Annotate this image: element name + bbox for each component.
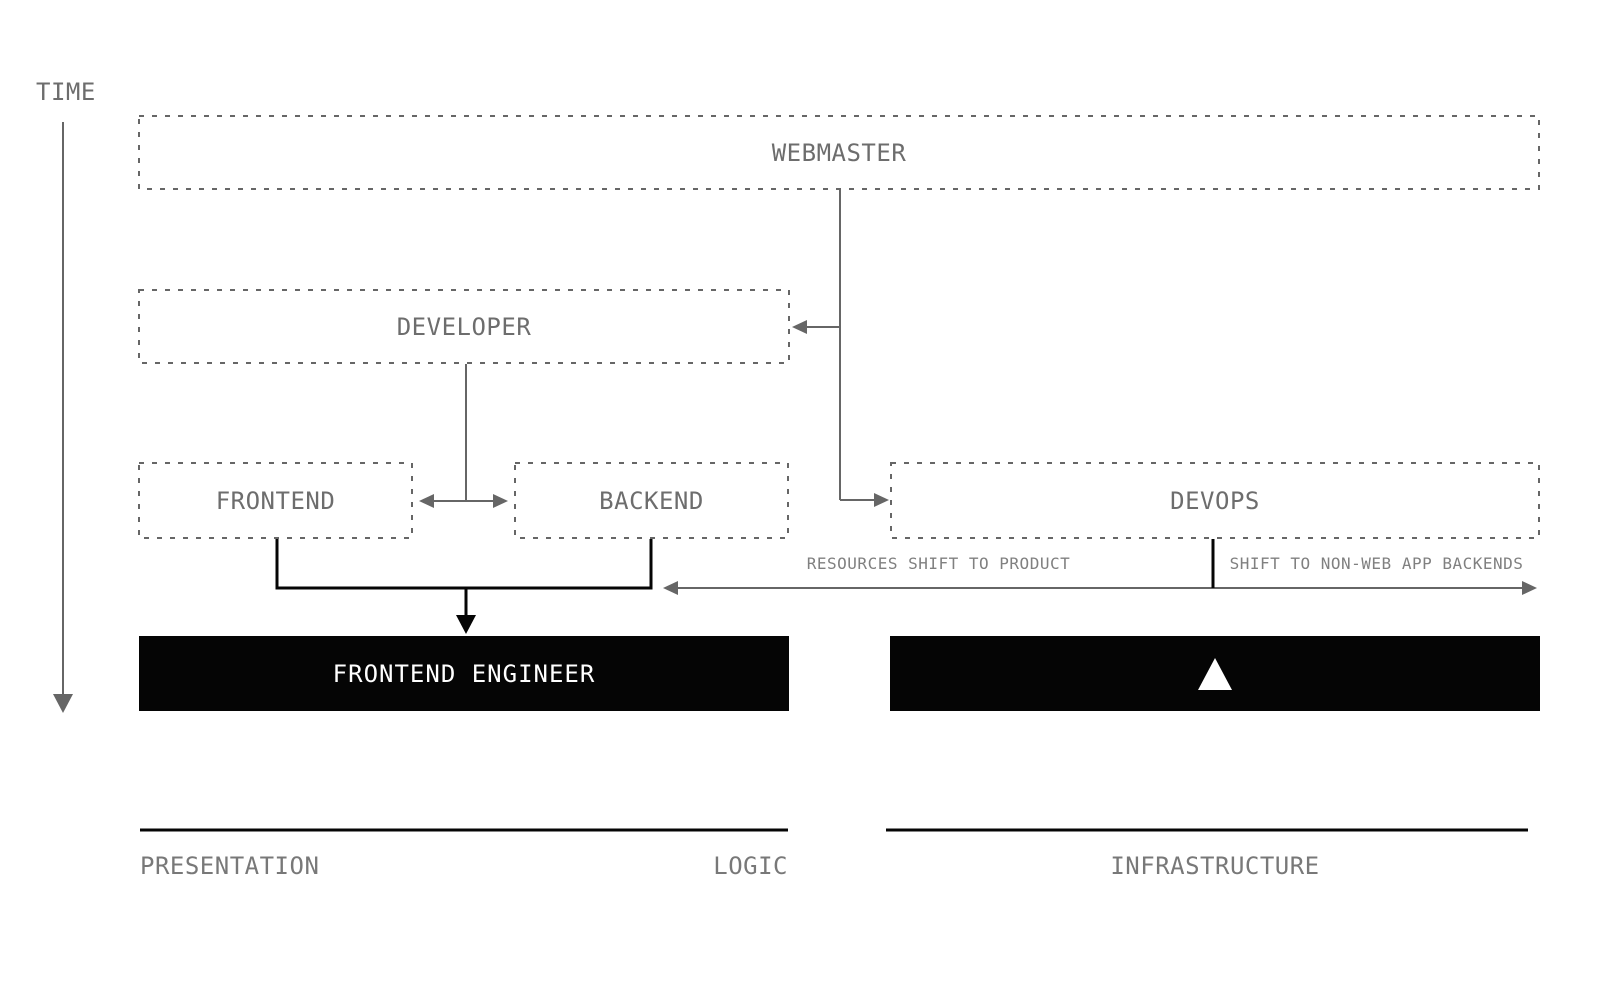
backend-box-border xyxy=(514,462,789,539)
infrastructure-text: INFRASTRUCTURE xyxy=(1110,852,1320,880)
non-web-shift-text: SHIFT TO NON-WEB APP BACKENDS xyxy=(1229,553,1524,573)
resources-shift-annotation: RESOURCES SHIFT TO PRODUCT xyxy=(664,553,1213,573)
frontend-box-border xyxy=(138,462,413,539)
presentation-axis-label: PRESENTATION xyxy=(140,852,540,880)
resources-shift-text: RESOURCES SHIFT TO PRODUCT xyxy=(806,553,1071,573)
devops-box-border xyxy=(890,462,1540,539)
logic-text: LOGIC xyxy=(713,852,788,880)
frontend-engineer-label: FRONTEND ENGINEER xyxy=(332,659,596,688)
developer-arrowhead-icon xyxy=(792,320,807,334)
time-arrowhead-icon xyxy=(53,694,73,713)
devops-label: DEVOPS xyxy=(1170,486,1260,515)
frontend-box: FRONTEND xyxy=(139,463,412,538)
frontend-arrowhead-icon xyxy=(419,494,434,508)
developer-label: DEVELOPER xyxy=(396,312,532,341)
developer-box-border xyxy=(138,289,790,364)
triangle-up-icon xyxy=(1198,657,1232,690)
webmaster-box: WEBMASTER xyxy=(139,116,1539,189)
presentation-text: PRESENTATION xyxy=(140,852,320,880)
logic-axis-label: LOGIC xyxy=(488,852,788,880)
devops-arrowhead-icon xyxy=(874,493,889,507)
frontend-label: FRONTEND xyxy=(215,486,336,515)
backend-label: BACKEND xyxy=(599,486,704,515)
devops-box: DEVOPS xyxy=(891,463,1539,538)
developer-box: DEVELOPER xyxy=(139,290,789,363)
non-web-shift-annotation: SHIFT TO NON-WEB APP BACKENDS xyxy=(1213,553,1540,573)
time-axis-label-text: TIME xyxy=(36,78,96,106)
backend-arrowhead-icon xyxy=(493,494,508,508)
time-axis-label: TIME xyxy=(36,78,156,106)
infrastructure-axis-label: INFRASTRUCTURE xyxy=(890,852,1540,880)
shift-left-arrowhead-icon xyxy=(663,581,678,595)
backend-box: BACKEND xyxy=(515,463,788,538)
merge-bracket xyxy=(275,539,653,590)
webmaster-label: WEBMASTER xyxy=(771,138,907,167)
shift-right-arrowhead-icon xyxy=(1522,581,1537,595)
merge-arrowhead-icon xyxy=(456,615,476,634)
infrastructure-role-box xyxy=(890,636,1540,711)
frontend-engineer-box: FRONTEND ENGINEER xyxy=(139,636,789,711)
